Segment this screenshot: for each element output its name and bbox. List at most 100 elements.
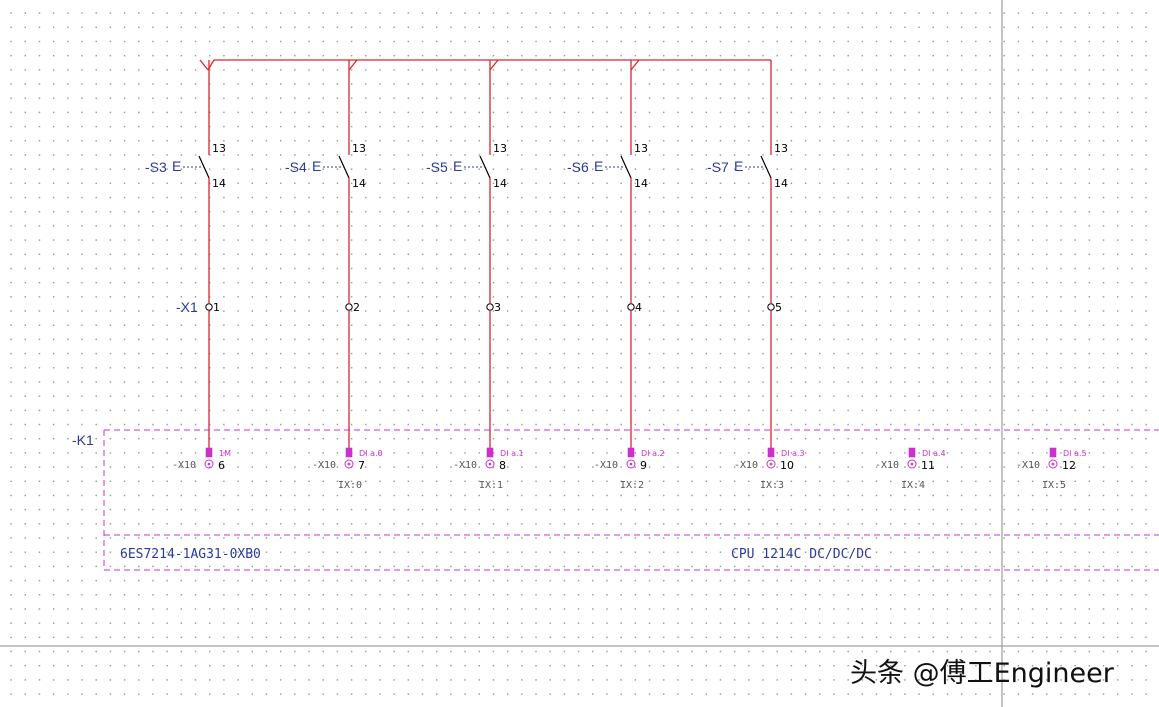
- plc-pin-number: 8: [499, 459, 506, 472]
- switch-label: -S7: [707, 159, 729, 175]
- plc-pin-dot: [1051, 462, 1055, 466]
- terminal-number: 1: [213, 301, 220, 314]
- switch-pin-top: 13: [212, 142, 226, 155]
- switch-column-4: -S6 E 13 14 4: [567, 60, 648, 450]
- plc-pin-dot: [347, 462, 351, 466]
- plc-channel-4: DI a.2 -X10 9IX:2: [594, 447, 665, 491]
- terminal-number: 2: [353, 301, 360, 314]
- plc-pin-marker: [1049, 447, 1057, 458]
- plc-channel-address: IX:4: [901, 480, 925, 491]
- plc-pin-number: 6: [218, 459, 225, 472]
- switch-pin-top: 13: [493, 142, 507, 155]
- plc-channel-address: IX:3: [760, 480, 784, 491]
- switch-column-1: -S3 E 13 14 1: [145, 60, 226, 450]
- plc-channel-3: DI a.1 -X10 8IX:1: [453, 447, 524, 491]
- plc-pin-circle: [485, 459, 495, 469]
- terminal-point: [627, 303, 635, 311]
- plc-pin-circle: [907, 459, 917, 469]
- plc-pin-number: 10: [780, 459, 794, 472]
- switch-type-letter: E: [734, 158, 743, 174]
- switch-pin-bottom: 14: [774, 177, 788, 190]
- plc-pin-marker: [627, 447, 635, 458]
- switch-label: -S4: [285, 159, 307, 175]
- plc-channel-function: DI a.1: [500, 449, 524, 458]
- switch-type-letter: E: [172, 158, 181, 174]
- plc-channel-1: 1M -X10 6: [172, 447, 231, 472]
- plc-channel-address: IX:0: [338, 480, 362, 491]
- plc-pin-circle: [766, 459, 776, 469]
- switch-column-3: -S5 E 13 14 3: [426, 60, 507, 450]
- plc-connector-label: -X10: [312, 460, 336, 471]
- plc-pin-marker: [345, 447, 353, 458]
- plc-channel-function: DI a.4: [922, 449, 946, 458]
- plc-channel-address: IX:1: [479, 480, 503, 491]
- plc-pin-number: 7: [358, 459, 365, 472]
- plc-pin-circle: [1048, 459, 1058, 469]
- plc-pin-dot: [910, 462, 914, 466]
- switch-columns: -S3 E 13 14 1 -S4 E 13 14 2 -S5 E 13 14 3 -S6 E 13 14 4 -S7 E…: [145, 60, 788, 450]
- plc-connector-label: -X10: [875, 460, 899, 471]
- plc-channel-function: DI a.2: [641, 449, 665, 458]
- plc-pin-dot: [769, 462, 773, 466]
- plc-pin-dot: [207, 462, 211, 466]
- plc-model: CPU 1214C DC/DC/DC: [731, 547, 872, 562]
- plc-connector-label: -X10: [734, 460, 758, 471]
- plc-module-box: [103, 429, 1159, 571]
- plc-pin-circle: [204, 459, 214, 469]
- switch-pin-bottom: 14: [634, 177, 648, 190]
- plc-channel-function: DI a.0: [359, 449, 383, 458]
- switch-column-5: -S7 E 13 14 5: [707, 60, 788, 450]
- plc-pin-marker: [908, 447, 916, 458]
- switch-type-letter: E: [312, 158, 321, 174]
- watermark-text: 头条 @傅工Engineer: [850, 658, 1115, 689]
- switch-pin-bottom: 14: [493, 177, 507, 190]
- plc-label: -K1: [72, 432, 94, 448]
- supply-bus: [199, 59, 771, 71]
- switch-label: -S5: [426, 159, 448, 175]
- switch-column-2: -S4 E 13 14 2: [285, 60, 366, 450]
- terminal-number: 4: [635, 301, 642, 314]
- switch-pin-top: 13: [774, 142, 788, 155]
- plc-connector-label: -X10: [172, 460, 196, 471]
- plc-pin-dot: [629, 462, 633, 466]
- plc-channel-address: IX:5: [1042, 480, 1066, 491]
- plc-pin-marker: [767, 447, 775, 458]
- terminal-point: [767, 303, 775, 311]
- plc-channel-function: 1M: [219, 449, 231, 458]
- plc-pin-marker: [486, 447, 494, 458]
- plc-pin-circle: [344, 459, 354, 469]
- switch-type-letter: E: [594, 158, 603, 174]
- switch-pin-bottom: 14: [352, 177, 366, 190]
- terminal-point: [345, 303, 353, 311]
- plc-pin-circle: [626, 459, 636, 469]
- switch-pin-top: 13: [352, 142, 366, 155]
- plc-pin-number: 9: [640, 459, 647, 472]
- plc-pin-marker: [205, 447, 213, 458]
- plc-connector-label: -X10: [594, 460, 618, 471]
- switch-label: -S6: [567, 159, 589, 175]
- plc-pin-number: 12: [1062, 459, 1076, 472]
- terminal-number: 5: [775, 301, 782, 314]
- terminal-strip-label: -X1: [176, 299, 198, 315]
- switch-label: -S3: [145, 159, 167, 175]
- switch-pin-bottom: 14: [212, 177, 226, 190]
- plc-connector-label: -X10: [453, 460, 477, 471]
- switch-pin-top: 13: [634, 142, 648, 155]
- plc-channel-function: DI a.5: [1063, 449, 1087, 458]
- plc-channel-2: DI a.0 -X10 7IX:0: [312, 447, 383, 491]
- plc-pin-dot: [488, 462, 492, 466]
- terminal-number: 3: [494, 301, 501, 314]
- plc-channel-address: IX:2: [620, 480, 644, 491]
- switch-type-letter: E: [453, 158, 462, 174]
- plc-pin-number: 11: [921, 459, 935, 472]
- plc-part-number: 6ES7214-1AG31-0XB0: [120, 547, 261, 562]
- terminal-point: [486, 303, 494, 311]
- terminal-point: [205, 303, 213, 311]
- plc-channel-function: DI a.3: [781, 449, 805, 458]
- plc-connector-label: -X10: [1016, 460, 1040, 471]
